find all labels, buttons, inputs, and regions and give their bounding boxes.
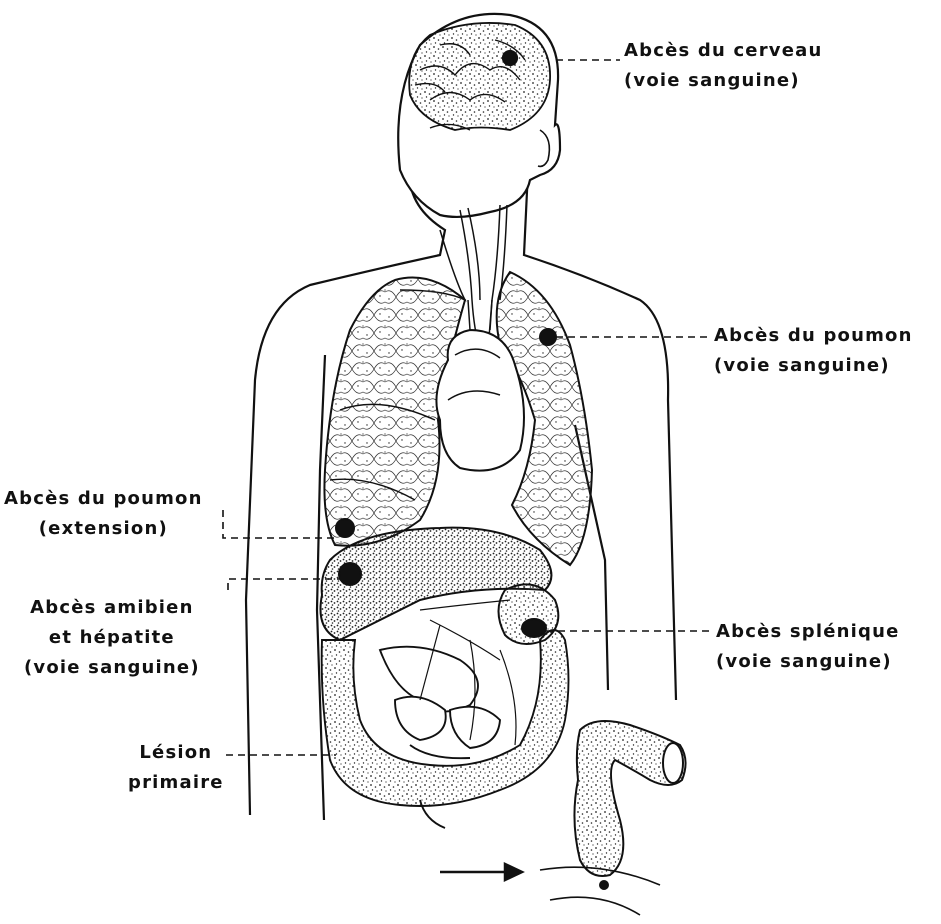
label-primary-line1: Lésion (128, 738, 224, 768)
arrow-icon (440, 864, 522, 880)
head (398, 14, 560, 217)
label-brain-line1: Abcès du cerveau (624, 36, 823, 66)
intestines (322, 630, 569, 828)
bowel-detail (540, 721, 686, 915)
label-lung-line2: (voie sanguine) (714, 351, 913, 381)
label-primary-lesion: Lésion primaire (128, 738, 224, 798)
label-lung-ext-line2: (extension) (4, 514, 203, 544)
label-liver-abscess: Abcès amibien et hépatite (voie sanguine… (24, 593, 200, 683)
label-brain-abscess: Abcès du cerveau (voie sanguine) (624, 36, 823, 96)
label-liver-line1: Abcès amibien (24, 593, 200, 623)
label-brain-line2: (voie sanguine) (624, 66, 823, 96)
label-lung-abscess-extension: Abcès du poumon (extension) (4, 484, 203, 544)
label-lung-ext-line1: Abcès du poumon (4, 484, 203, 514)
label-liver-line2: et hépatite (24, 623, 200, 653)
brain (409, 23, 550, 130)
label-primary-line2: primaire (128, 768, 224, 798)
label-spleen-abscess: Abcès splénique (voie sanguine) (716, 617, 900, 677)
label-lung-abscess-blood: Abcès du poumon (voie sanguine) (714, 321, 913, 381)
label-spleen-line2: (voie sanguine) (716, 647, 900, 677)
label-spleen-line1: Abcès splénique (716, 617, 900, 647)
label-lung-line1: Abcès du poumon (714, 321, 913, 351)
label-liver-line3: (voie sanguine) (24, 653, 200, 683)
